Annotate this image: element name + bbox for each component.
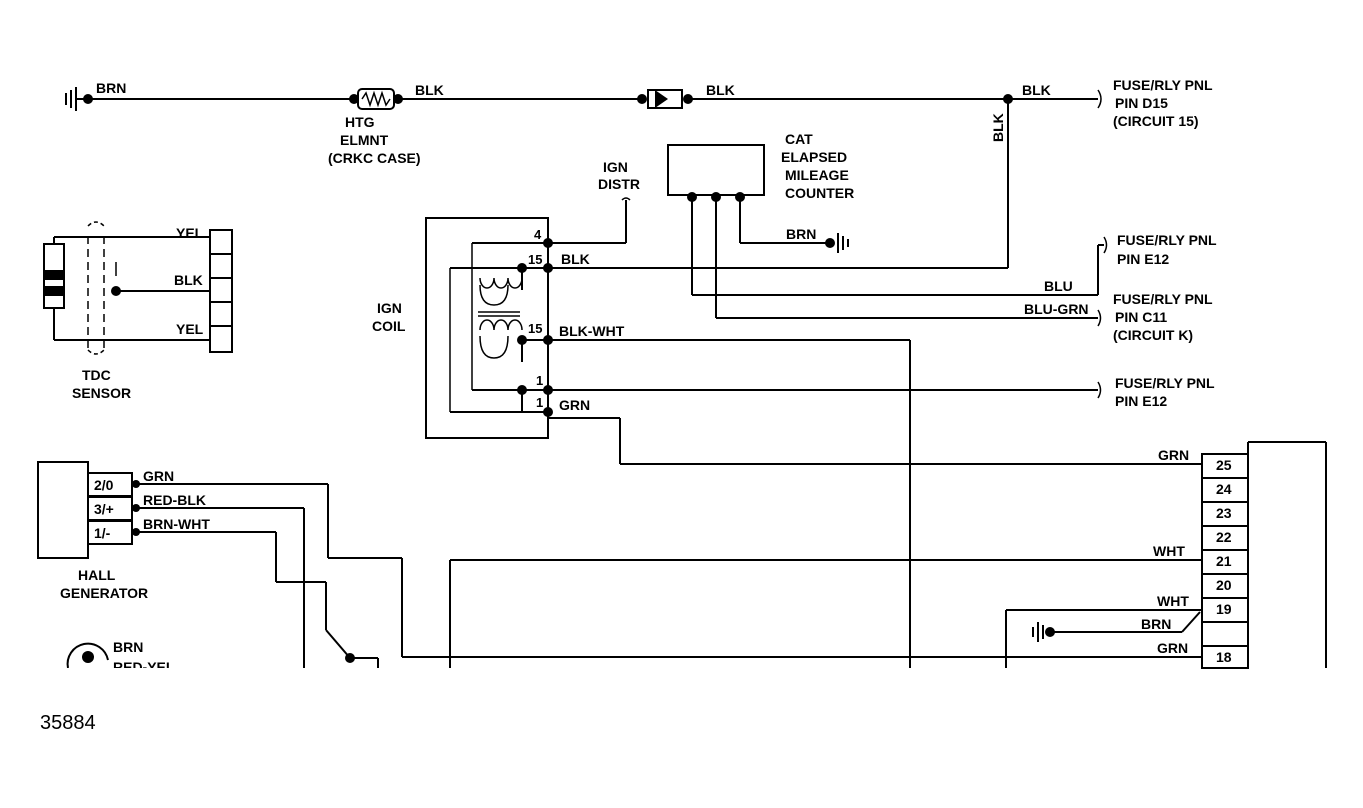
wire-label-blk-coil: BLK [561,251,590,267]
dest-d15-line-1: FUSE/RLY PNL [1113,77,1213,93]
connector-pin-24: 24 [1216,481,1232,497]
wire-label-red-blk: RED-BLK [143,492,206,508]
connector-pin-19: 19 [1216,601,1232,617]
htg-elmnt-label-2: ELMNT [340,132,389,148]
wire-label-blk-tdc: BLK [174,272,203,288]
coil-terminal-15b: 15 [528,321,542,336]
wire-label-yel-1: YEL [176,225,204,241]
ign-coil-outline [425,217,549,439]
connector-pin-23: 23 [1216,505,1232,521]
coil-terminal-4: 4 [534,227,542,242]
hall-generator-box [37,461,89,559]
tdc-sensor-label-1: TDC [82,367,111,383]
inline-connector-symbol [637,89,693,109]
wire-label-blk-1: BLK [415,82,444,98]
dest-e12b-line-1: FUSE/RLY PNL [1115,375,1215,391]
dest-d15-line-2: PIN D15 [1115,95,1168,111]
hall-generator-label-2: GENERATOR [60,585,148,601]
coil-terminal-15a: 15 [528,252,542,267]
wire-label-wht-21: WHT [1153,543,1185,559]
wire-label-brn-counter: BRN [786,226,816,242]
ecu-connector [1201,441,1327,669]
hall-generator-label-1: HALL [78,567,116,583]
wire-label-grn-25: GRN [1158,447,1189,463]
htg-elmnt-label-1: HTG [345,114,375,130]
wire-label-blu: BLU [1044,278,1073,294]
tdc-sensor-symbol [43,221,210,355]
ign-distr-label-2: DISTR [598,176,640,192]
wire-label-brn-wht: BRN-WHT [143,516,210,532]
connector-pin-21: 21 [1216,553,1232,569]
figure-number: 35884 [40,712,96,734]
wire-label-yel-2: YEL [176,321,204,337]
connector-pin-22: 22 [1216,529,1232,545]
wire-label-blk-wht: BLK-WHT [559,323,625,339]
connector-pin-20: 20 [1216,577,1232,593]
dest-e12a-line-2: PIN E12 [1117,251,1169,267]
ign-coil-label-1: IGN [377,300,402,316]
coil-terminal-1b: 1 [536,395,543,410]
cat-counter-label-4: COUNTER [785,185,854,201]
dest-c11-line-1: FUSE/RLY PNL [1113,291,1213,307]
wire-label-grn-18: GRN [1157,640,1188,656]
hall-connector [87,472,133,545]
dest-e12a-line-1: FUSE/RLY PNL [1117,232,1217,248]
wire-label-brn-top: BRN [96,80,126,96]
wire-label-blk-vert: BLK [990,113,1006,142]
heating-element-symbol [349,88,403,110]
hall-pin-1: 1/- [94,525,111,541]
cat-counter-label-2: ELAPSED [781,149,847,165]
hall-pin-3: 3/+ [94,501,114,517]
hall-pin-2: 2/0 [94,477,114,493]
wire-label-wht-19: WHT [1157,593,1189,609]
cat-counter-label-1: CAT [785,131,813,147]
dest-c11-line-3: (CIRCUIT K) [1113,327,1193,343]
tdc-sensor-label-2: SENSOR [72,385,131,401]
wire-label-brn-19: BRN [1141,616,1171,632]
dest-e12b-line-2: PIN E12 [1115,393,1167,409]
coil-terminal-1a: 1 [536,373,543,388]
wire-label-grn-hall: GRN [143,468,174,484]
connector-pin-25: 25 [1216,457,1232,473]
dest-c11-line-2: PIN C11 [1115,309,1167,325]
ign-coil-label-2: COIL [372,318,406,334]
wire-label-grn-coil: GRN [559,397,590,413]
tdc-connector [209,229,233,353]
ground-symbol-counter [825,233,849,253]
connector-pin-18: 18 [1216,649,1232,665]
wire-label-brn-bottom: BRN [113,639,143,655]
ground-symbol-bottom [66,642,109,669]
wire-label-blk-3: BLK [1022,82,1051,98]
htg-elmnt-label-3: (CRKC CASE) [328,150,421,166]
cat-counter-box [667,144,765,196]
dest-d15-line-3: (CIRCUIT 15) [1113,113,1199,129]
ign-distr-label-1: IGN [603,159,628,175]
cat-counter-label-3: MILEAGE [785,167,849,183]
wire-label-blu-grn: BLU-GRN [1024,301,1089,317]
wire-label-blk-2: BLK [706,82,735,98]
